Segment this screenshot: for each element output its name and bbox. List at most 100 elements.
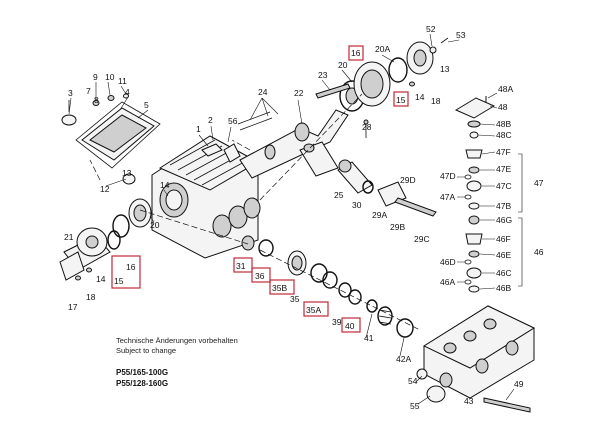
label-36: 36 — [255, 271, 265, 281]
label-15-left: 15 — [114, 276, 124, 286]
label-39: 39 — [332, 317, 342, 327]
label-46: 46 — [534, 247, 544, 257]
label-25: 25 — [334, 190, 344, 200]
valve-stack-48 — [454, 96, 496, 139]
label-2: 2 — [208, 115, 213, 125]
label-47F: 47F — [496, 147, 511, 157]
label-47B: 47B — [496, 201, 511, 211]
crank-cover-right — [353, 37, 449, 107]
label-17: 17 — [68, 302, 78, 312]
label-1: 1 — [196, 124, 201, 134]
note-german: Technische Änderungen vorbehalten — [116, 336, 238, 345]
label-7: 7 — [86, 86, 91, 96]
label-18-top: 18 — [431, 96, 441, 106]
oil-seal-left — [107, 198, 152, 250]
label-47E: 47E — [496, 164, 511, 174]
label-3: 3 — [68, 88, 73, 98]
highlight-40 — [341, 317, 361, 333]
label-28: 28 — [362, 122, 372, 132]
valve-stack-46 — [464, 215, 483, 293]
label-47D: 47D — [440, 171, 456, 181]
label-18-left: 18 — [86, 292, 96, 302]
label-20-top: 20 — [338, 60, 348, 70]
label-48C: 48C — [496, 130, 512, 140]
label-24: 24 — [258, 87, 268, 97]
label-46D: 46D — [440, 257, 456, 267]
label-29B: 29B — [390, 222, 405, 232]
plunger-pistons — [337, 119, 437, 217]
label-12: 12 — [100, 184, 110, 194]
bracket-47 — [518, 153, 523, 213]
centerline-2 — [259, 93, 363, 201]
leader-lines — [68, 33, 515, 405]
label-48B: 48B — [496, 119, 511, 129]
label-35A: 35A — [306, 305, 321, 315]
label-16-left: 16 — [126, 262, 136, 272]
label-55: 55 — [410, 401, 420, 411]
label-14-bottom: 14 — [96, 274, 106, 284]
label-35: 35 — [290, 294, 300, 304]
label-53: 53 — [456, 30, 466, 40]
highlight-35B — [269, 279, 295, 295]
label-48: 48 — [498, 102, 508, 112]
label-46G: 46G — [496, 215, 512, 225]
label-29A: 29A — [372, 210, 387, 220]
label-23: 23 — [318, 70, 328, 80]
label-21: 21 — [64, 232, 74, 242]
label-22: 22 — [294, 88, 304, 98]
label-41: 41 — [364, 333, 374, 343]
label-52: 52 — [426, 24, 436, 34]
label-54: 54 — [408, 376, 418, 386]
note-english: Subject to change — [116, 346, 176, 355]
highlight-35A — [303, 301, 329, 317]
label-47C: 47C — [496, 181, 512, 191]
label-16-top: 16 — [351, 48, 361, 58]
highlight-36 — [251, 267, 271, 283]
label-20A: 20A — [375, 44, 390, 54]
valve-manifold-head — [416, 305, 536, 413]
label-15-top: 15 — [396, 95, 406, 105]
valve-stack-47 — [464, 149, 483, 210]
label-46E: 46E — [496, 250, 511, 260]
label-46B: 46B — [496, 283, 511, 293]
label-56: 56 — [228, 116, 238, 126]
model-2: P55/128-160G — [116, 379, 168, 388]
label-43: 43 — [464, 396, 474, 406]
highlight-31 — [233, 257, 253, 273]
label-30: 30 — [352, 200, 362, 210]
callout-labels: 3 9 10 11 4 7 8 5 1 2 56 12 13 14 20 21 … — [64, 24, 544, 411]
label-35B: 35B — [272, 283, 287, 293]
bracket-46 — [518, 217, 523, 287]
label-46A: 46A — [440, 277, 455, 287]
seal-packings — [241, 235, 414, 338]
label-10: 10 — [105, 72, 115, 82]
label-9: 9 — [93, 72, 98, 82]
label-48A: 48A — [498, 84, 513, 94]
label-14-left: 14 — [160, 180, 170, 190]
label-46C: 46C — [496, 268, 512, 278]
highlight-16-15-left — [111, 255, 141, 289]
label-47A: 47A — [440, 192, 455, 202]
label-4: 4 — [125, 87, 130, 97]
centerline-4 — [89, 159, 101, 181]
label-31: 31 — [236, 261, 246, 271]
centerline-1 — [139, 209, 421, 331]
label-11: 11 — [118, 76, 127, 86]
label-42A: 42A — [396, 354, 411, 364]
model-1: P55/165-100G — [116, 368, 168, 377]
label-13: 13 — [122, 168, 132, 178]
label-29C: 29C — [414, 234, 430, 244]
crankshaft-assembly — [223, 80, 365, 179]
centerline-3 — [231, 139, 251, 151]
label-13-right: 13 — [440, 64, 450, 74]
label-40: 40 — [345, 321, 355, 331]
bearing-flange-21 — [59, 227, 111, 281]
highlight-15-top — [393, 91, 409, 107]
highlight-16-top — [348, 45, 364, 61]
crankcase-cover-group — [61, 93, 161, 185]
label-46F: 46F — [496, 234, 511, 244]
label-49: 49 — [514, 379, 524, 389]
label-5: 5 — [144, 100, 149, 110]
